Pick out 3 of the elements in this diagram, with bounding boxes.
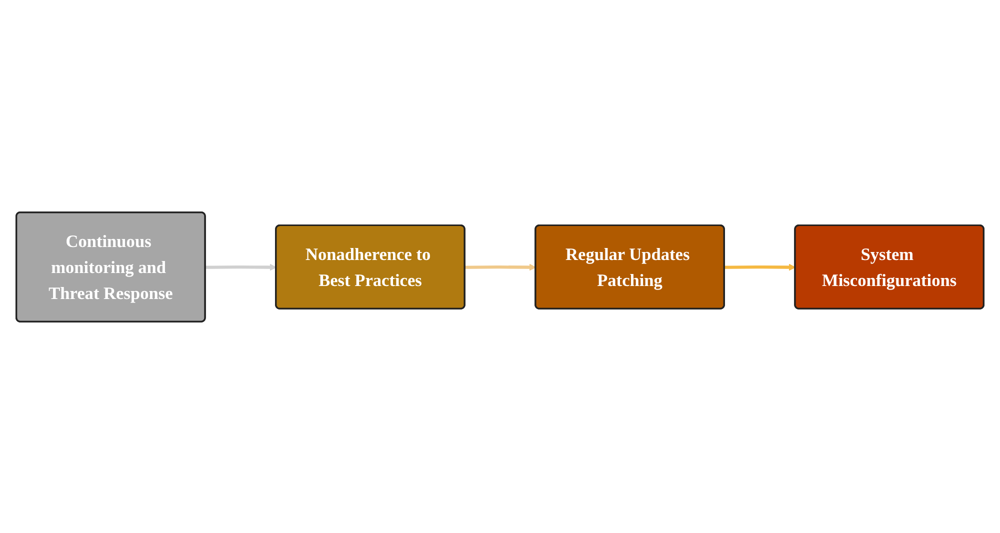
arrow	[724, 263, 796, 270]
arrow	[205, 263, 277, 270]
arrow	[464, 263, 536, 270]
